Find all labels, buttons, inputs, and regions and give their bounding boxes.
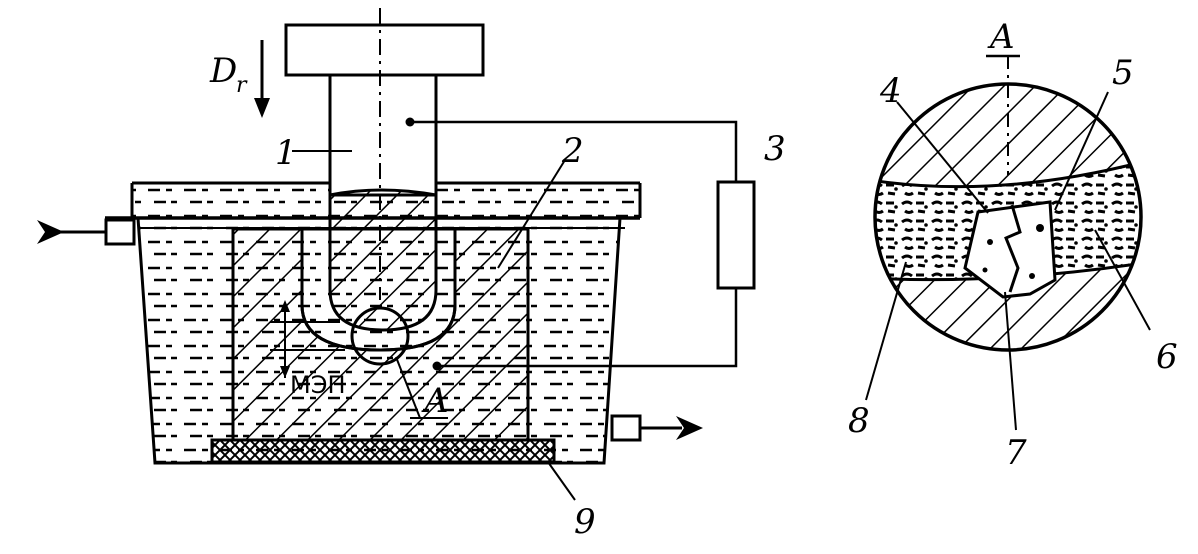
gap-arrow-down-icon bbox=[280, 366, 290, 378]
label-8: 8 bbox=[848, 401, 870, 441]
inlet-arrow-icon bbox=[37, 220, 64, 244]
liquid-outlet bbox=[610, 414, 703, 442]
label-9: 9 bbox=[574, 502, 596, 542]
detail-leader-lines bbox=[865, 91, 1151, 431]
zone-a-label: A bbox=[421, 381, 449, 421]
label-3: 3 bbox=[764, 129, 786, 169]
label-7: 7 bbox=[1005, 433, 1027, 473]
section-a-detail: A bbox=[873, 17, 1143, 352]
label-4: 4 bbox=[879, 71, 902, 111]
leader-lines bbox=[292, 150, 576, 501]
power-source bbox=[716, 180, 756, 290]
mep-label: МЭП bbox=[290, 371, 346, 399]
feed-arrow-icon bbox=[254, 98, 270, 118]
feed-label: D bbox=[209, 51, 237, 91]
label-6: 6 bbox=[1156, 337, 1178, 377]
zone-a-marker bbox=[270, 300, 448, 419]
label-5: 5 bbox=[1112, 53, 1134, 93]
outlet-arrow-icon bbox=[676, 416, 703, 440]
section-a-title: A bbox=[987, 17, 1015, 57]
spark-icon bbox=[1004, 204, 1022, 293]
label-1: 1 bbox=[275, 133, 297, 173]
base-plate bbox=[210, 438, 556, 464]
tool-electrode bbox=[284, 8, 485, 332]
electric-circuit bbox=[405, 117, 756, 371]
feed-direction: D r bbox=[209, 40, 270, 118]
liquid-inlet bbox=[37, 218, 136, 246]
gap-arrow-up-icon bbox=[280, 300, 290, 312]
feed-label-sub: r bbox=[236, 73, 248, 98]
label-2: 2 bbox=[561, 131, 584, 171]
